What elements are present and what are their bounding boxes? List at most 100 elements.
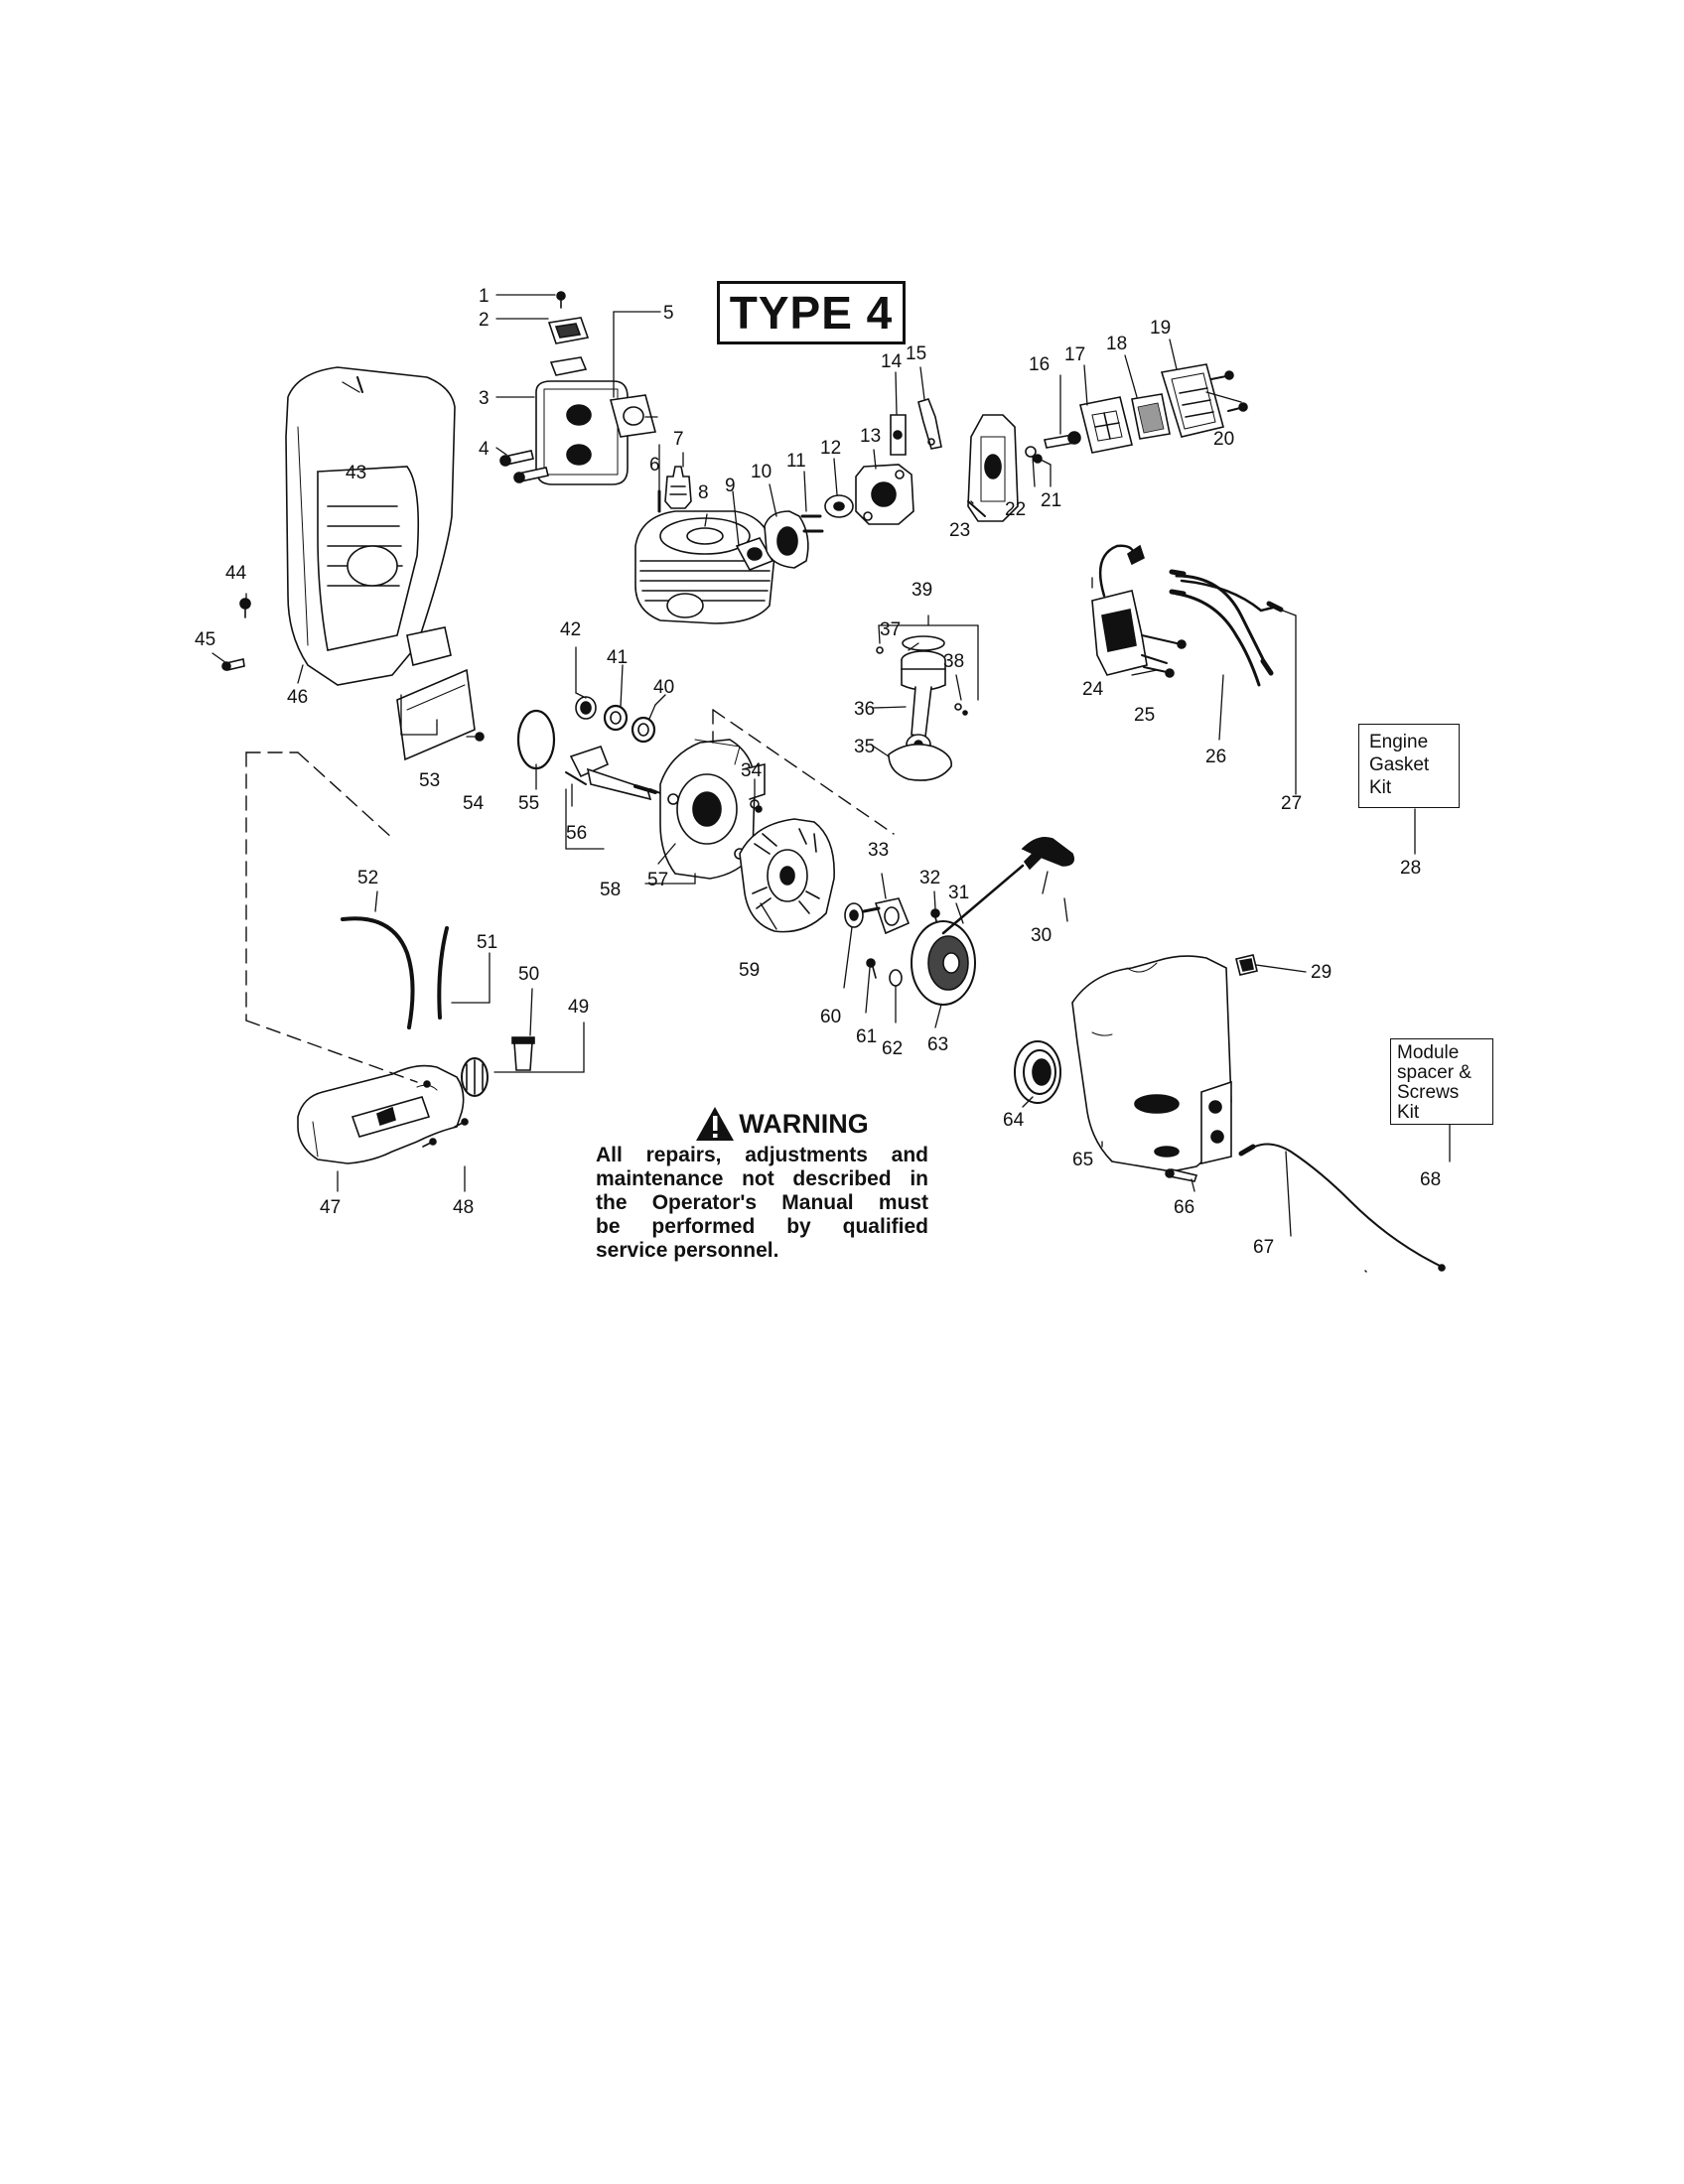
part-air-box-23 (967, 414, 1019, 522)
callout-58: 58 (600, 880, 621, 900)
part-clip-29 (1235, 954, 1258, 976)
part-fuel-filter-50 (511, 1036, 535, 1071)
callout-55: 55 (518, 793, 539, 814)
part-engine-housing-43 (285, 366, 456, 686)
part-throttle-cable-67 (1238, 1143, 1446, 1272)
part-muffler-plate (547, 317, 590, 344)
part-spark-plug-7 (664, 466, 692, 509)
part-fuel-tank-47 (297, 1064, 465, 1164)
callout-8: 8 (698, 482, 709, 503)
part-ring-37 (902, 635, 945, 651)
part-bearing-41 (603, 704, 629, 732)
callout-61: 61 (856, 1026, 877, 1047)
part-gasket-35 (888, 744, 952, 781)
dashed-alignment-lines (245, 709, 895, 1083)
warning-title: WARNING (739, 1108, 869, 1139)
callout-34: 34 (741, 760, 763, 781)
part-starter-rope-31 (941, 864, 1025, 935)
part-filter-frame-17 (1079, 396, 1133, 454)
part-clip-38 (954, 703, 968, 716)
callout-66: 66 (1174, 1197, 1194, 1218)
callout-28: 28 (1400, 858, 1421, 879)
callout-47: 47 (320, 1197, 341, 1218)
part-seal-42 (575, 696, 597, 720)
part-gasket-9 (735, 537, 774, 572)
callout-11: 11 (786, 451, 806, 472)
callout-3: 3 (479, 388, 490, 409)
part-screws-11 (800, 514, 824, 533)
callout-2: 2 (479, 310, 490, 331)
callout-54: 54 (463, 793, 485, 814)
part-piston-36 (901, 650, 946, 755)
part-gasket-5 (609, 394, 657, 438)
callout-23: 23 (949, 520, 970, 541)
type-label: TYPE 4 (729, 287, 894, 339)
callout-46: 46 (287, 687, 308, 708)
kit-line: spacer & (1397, 1062, 1472, 1083)
callout-57: 57 (647, 870, 668, 890)
callout-53: 53 (419, 770, 440, 791)
callout-27: 27 (1281, 793, 1302, 814)
part-wire-26 (1169, 569, 1274, 687)
callout-21: 21 (1041, 490, 1061, 511)
kit-line: Engine (1369, 732, 1429, 752)
type-label-box: TYPE 4 (717, 281, 906, 344)
callout-42: 42 (560, 619, 581, 640)
callout-30: 30 (1031, 925, 1052, 946)
part-screw-44 (239, 598, 251, 618)
part-starter-housing-65 (1071, 955, 1232, 1172)
callout-45: 45 (195, 629, 215, 650)
kit-line: Kit (1397, 1102, 1420, 1123)
callout-9: 9 (725, 476, 736, 496)
callout-29: 29 (1311, 962, 1332, 983)
callout-35: 35 (854, 737, 875, 757)
kit-line: Gasket (1369, 754, 1430, 775)
callout-26: 26 (1205, 747, 1226, 767)
part-o-ring-55 (516, 709, 556, 770)
part-bearing-40 (631, 716, 656, 744)
warning-line: service personnel. (596, 1239, 779, 1262)
part-screw-66 (1165, 1168, 1198, 1182)
part-washer-62 (889, 969, 903, 987)
warning-line: All repairs, adjustments and (596, 1144, 928, 1166)
part-screw-54 (475, 732, 485, 742)
callout-15: 15 (906, 343, 926, 364)
callout-20: 20 (1213, 429, 1234, 450)
callout-44: 44 (225, 563, 247, 584)
warning-line: the Operator's Manual must (596, 1191, 928, 1214)
kit-line: Module (1397, 1042, 1460, 1063)
part-hub-33 (862, 897, 911, 935)
callout-24: 24 (1082, 679, 1104, 700)
callout-56: 56 (566, 823, 587, 844)
warning-notice: WARNING All repairs, adjustments and mai… (596, 1106, 928, 1263)
callout-52: 52 (357, 868, 378, 888)
callout-37: 37 (880, 619, 901, 640)
leader-lines (211, 294, 1451, 1237)
part-screws-4 (499, 450, 549, 483)
part-screw-61 (866, 958, 877, 979)
callout-12: 12 (820, 438, 841, 459)
part-screws-48 (422, 1118, 469, 1148)
part-pin-34 (750, 799, 763, 813)
kit-line: Kit (1369, 777, 1392, 798)
callout-41: 41 (607, 647, 628, 668)
callout-10: 10 (751, 462, 772, 482)
part-heat-shield-53 (396, 668, 476, 761)
part-fuel-line-51 (437, 926, 449, 1020)
part-wire-27 (1180, 579, 1284, 613)
part-carburetor-13 (855, 464, 914, 525)
part-spacer-12 (824, 494, 854, 518)
warning-line: be performed by qualified (596, 1215, 928, 1238)
part-muffler-3 (535, 380, 629, 485)
part-foam-filter-18 (1131, 393, 1171, 440)
callout-62: 62 (882, 1038, 903, 1059)
callout-14: 14 (881, 351, 903, 372)
speck (1364, 1270, 1367, 1273)
part-gasket-2 (549, 356, 588, 376)
callout-40: 40 (653, 677, 674, 698)
part-pulley-63 (911, 920, 976, 1006)
part-fuel-line-52 (341, 916, 415, 1029)
part-clip-37 (876, 646, 884, 654)
callout-17: 17 (1064, 344, 1085, 365)
